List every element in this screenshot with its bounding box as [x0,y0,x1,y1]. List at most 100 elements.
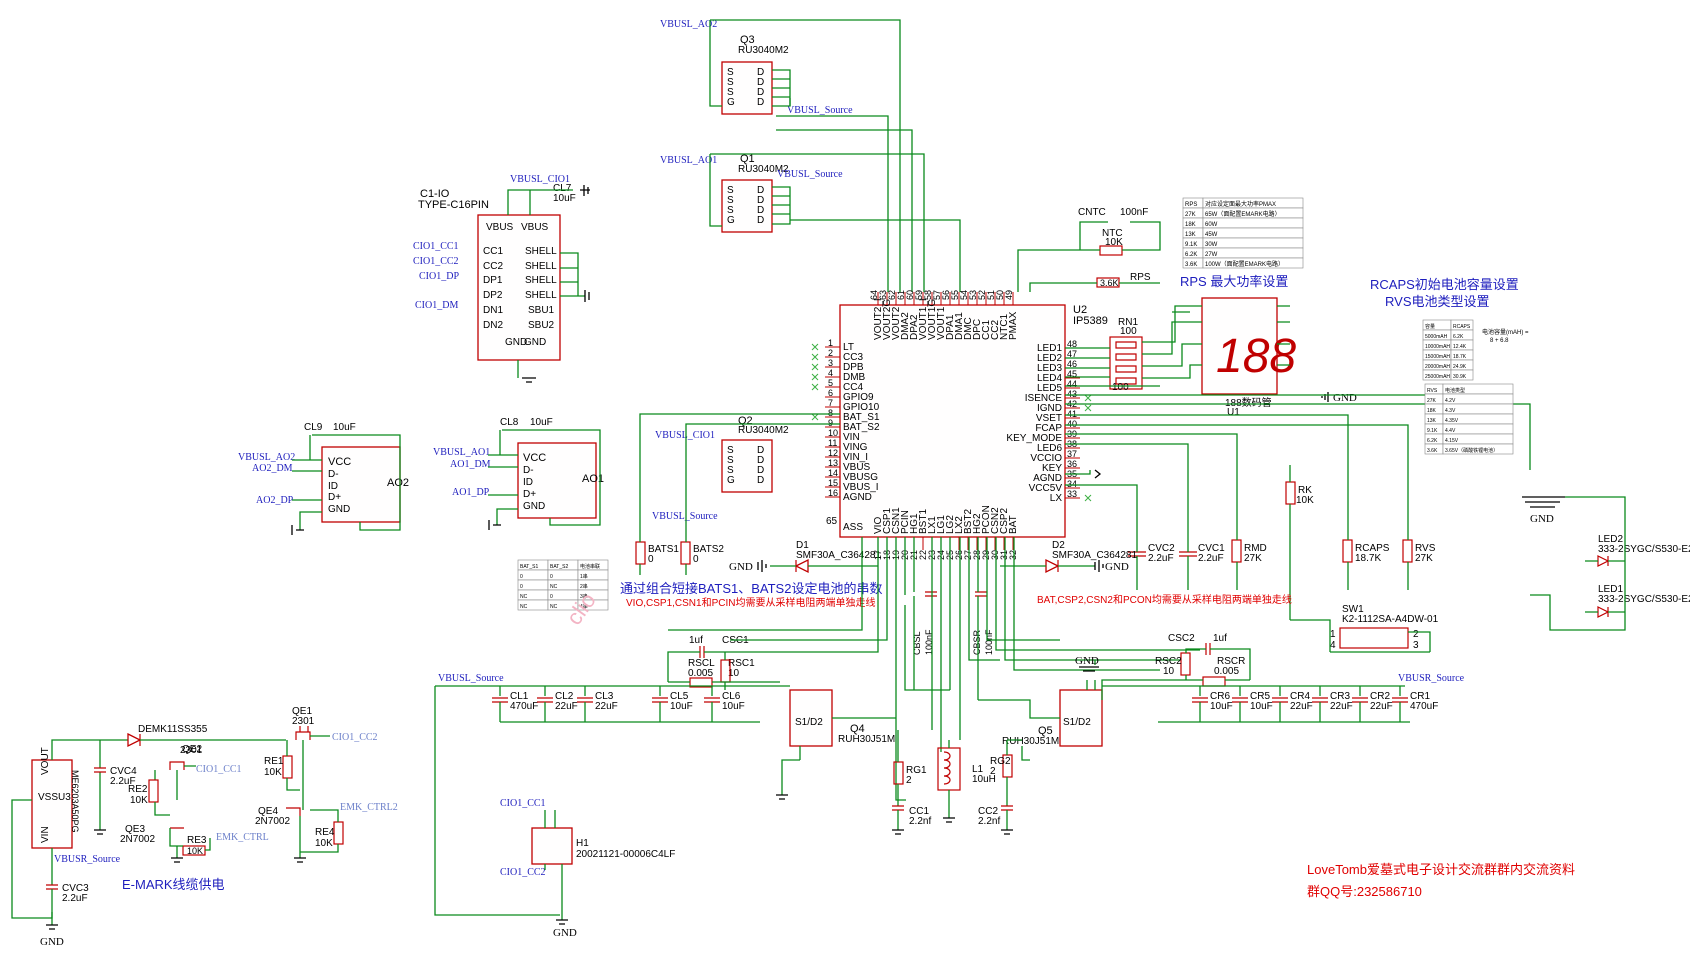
svg-text:GND: GND [505,337,527,348]
u2-pin-bottom: LX1 [927,516,938,534]
cap-value: 22uF [555,701,578,712]
ic-u2-ip5389[interactable]: U2 IP5389 [839,304,1108,538]
capacitor-symbol [1312,697,1328,703]
svg-text:GND: GND [524,337,546,348]
u2-pin-right-num: 43 [1067,389,1077,399]
mosfet-q2[interactable]: Q2 RU3040M2 [721,415,789,493]
u2-pin-bottom: LG2 [945,515,956,534]
u2-pin-top: VOUT2 [891,306,902,340]
table-cell: 60W [1205,222,1218,228]
gnd-label-d2: GND [1105,561,1129,573]
u2-pin-bottom: VIO [873,517,884,534]
cap-ref: CL3 [595,691,614,702]
connector-h1[interactable]: H1 20021121-00006C4LF [531,827,675,865]
seg-digits: 188 [1216,330,1296,383]
u2-pin-top-num: 55 [950,290,960,300]
table-cell: 12.4K [1453,344,1467,350]
net-ao2-dm: AO2_DM [252,463,293,474]
u2-pin-bottom: BST1 [918,509,929,534]
svg-text:100: 100 [1112,382,1129,393]
cl7-value: 10uF [553,193,576,204]
table-cell: BAT_S1 [520,564,538,570]
qe1-value: 2301 [292,716,315,727]
u2-pin-left-num: 8 [828,408,833,418]
cap-value: 470uF [1410,701,1438,712]
mosfet-q4[interactable]: S1/D2 Q4 RUH30J51M [789,689,895,747]
usb-a-connector-ao2[interactable]: VCC D- ID D+ GND AO2 [321,446,409,523]
sw1-ref: SW1 [1342,604,1364,615]
qe1-ref: QE1 [292,706,312,717]
u2-pin-left-num: 15 [828,478,838,488]
u1-ref: U1 [1227,407,1240,418]
mosfet-q1[interactable]: Q1 RU3040M2 [721,153,789,233]
u2-ass-num: 65 [826,516,838,527]
capacitor-symbol [492,697,508,703]
u2-pin-top-num: 53 [968,290,978,300]
mosfet-pin-label: D [757,445,764,456]
mosfet-pin-label: D [757,205,764,216]
rps-ref: RPS [1130,272,1151,283]
svg-text:DP2: DP2 [483,290,503,301]
table-cell: 13K [1427,418,1437,424]
u2-pin-top-num: 60 [905,290,915,300]
u2-pin-bottom: BST2 [963,509,974,534]
u2-pin-left: GPIO10 [843,402,880,413]
u2-ass-label: ASS [843,522,863,533]
svg-text:VBUS: VBUS [486,222,514,233]
seven-segment-display-u1[interactable]: 188 188数码管 U1 [1201,297,1296,418]
usb-a-connector-ao1[interactable]: VCC D- ID D+ GND AO1 [517,442,604,519]
csc2-value: 1uf [1213,633,1227,644]
svg-text:SBU1: SBU1 [528,305,555,316]
re1-value: 10K [264,767,282,778]
u2-pin-right-num: 33 [1067,489,1077,499]
cvc3-ref: CVC3 [62,883,89,894]
cap-ref: CR2 [1370,691,1390,702]
re4-ref: RE4 [315,827,335,838]
mosfet-pin-label: G [727,475,735,486]
bats2-ref: BATS2 [693,544,724,555]
u2-pin-left-num: 3 [828,358,833,368]
u2-pin-right: VCCIO [1030,453,1062,464]
mosfet-pin-label: S [727,455,734,466]
u2-pin-top-num: 58 [923,290,933,300]
table-cell: 3串 [580,594,588,600]
cvc2-value: 2.2uF [1148,553,1174,564]
mosfet-q5[interactable]: S1/D2 Q5 RUH30J51M [1002,689,1103,747]
u2-pin-right: LED2 [1037,353,1062,364]
u2-pin-right: FCAP [1035,423,1062,434]
table-cell: 容量 [1425,323,1435,330]
u2-pin-left-num: 13 [828,458,838,468]
rsc1-ref: RSC1 [728,658,755,669]
ldo-u3[interactable]: VSS U3 VOUT VIN ME6203A50PG [31,747,80,849]
u2-pin-left-num: 1 [828,338,833,348]
h1-value: 20021121-00006C4LF [576,849,675,860]
cl7-ref: CL7 [553,183,572,194]
capacitor-symbol [1232,697,1248,703]
table-cell: 100W（面配置EMARK电路） [1205,260,1284,268]
net-vbusl-source-bottom: VBUSL_Source [438,673,504,684]
mosfet-pin-label: S [727,77,734,88]
net-h1-cc2: CIO1_CC2 [500,867,546,878]
cap-value: 22uF [1290,701,1313,712]
u2-pin-top: DMC [963,317,974,340]
table-cell: 0 [520,584,523,590]
d2-value: SMF30A_C364281 [1052,550,1137,561]
u2-pin-bottom: HG2 [972,513,983,534]
d2-ref: D2 [1052,540,1065,551]
net-qe1-cc2: CIO1_CC2 [332,732,378,743]
mosfet-pin-label: S [727,185,734,196]
svg-text:ID: ID [328,481,338,492]
usb-typec-connector-c1io[interactable]: C1-IO TYPE-C16PIN VBUS VBUS CC1 CC2 DP1 … [418,188,561,361]
table-cell: 27W [1205,252,1218,258]
table-cell: 18.7K [1453,354,1467,360]
mosfet-q3[interactable]: Q3 RU3040M2 [721,34,789,115]
rg1-value: 2 [906,775,912,786]
u2-pin-top-num: 61 [896,290,906,300]
u2-pin-right: ISENCE [1025,393,1063,404]
u2-pin-top: VOUT2_I [873,298,884,340]
mosfet-pin-label: D [757,455,764,466]
led1-value: 333-2SYGC/S530-E2 [1598,594,1690,605]
